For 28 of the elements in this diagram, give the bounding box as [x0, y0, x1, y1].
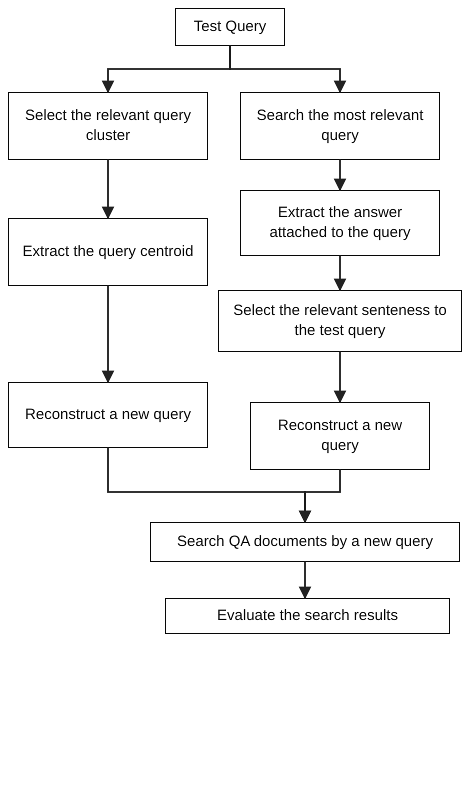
box-label: Reconstruct a new query [25, 404, 191, 425]
arrow [102, 160, 114, 220]
arrow [334, 352, 346, 404]
arrow [298, 562, 312, 600]
box-label: Extract the query centroid [22, 242, 194, 262]
box-label: Test Query [194, 16, 266, 37]
box-label: Extract the answer attached to the query [268, 202, 412, 243]
process-box [8, 218, 208, 286]
process-box [240, 190, 440, 256]
box-label: Select the relevant senteness to the test query [232, 300, 448, 341]
box-label: Search the most relevant query [256, 106, 424, 146]
process-box [8, 92, 208, 160]
arrow [298, 470, 341, 524]
arrow [102, 286, 114, 384]
box-label: Select the relevant query cluster [24, 106, 192, 146]
arrow [334, 160, 346, 192]
arrow [229, 46, 346, 94]
process-box [165, 598, 450, 634]
process-box [218, 290, 462, 352]
arrow [334, 256, 346, 292]
process-box [175, 8, 285, 46]
process-box [250, 402, 430, 470]
process-box [240, 92, 440, 160]
process-box [8, 382, 208, 448]
box-label: Reconstruct a new query [276, 416, 404, 456]
box-label: Evaluate the search results [217, 606, 398, 626]
box-label: Search QA documents by a new query [177, 532, 433, 552]
process-box [150, 522, 460, 562]
